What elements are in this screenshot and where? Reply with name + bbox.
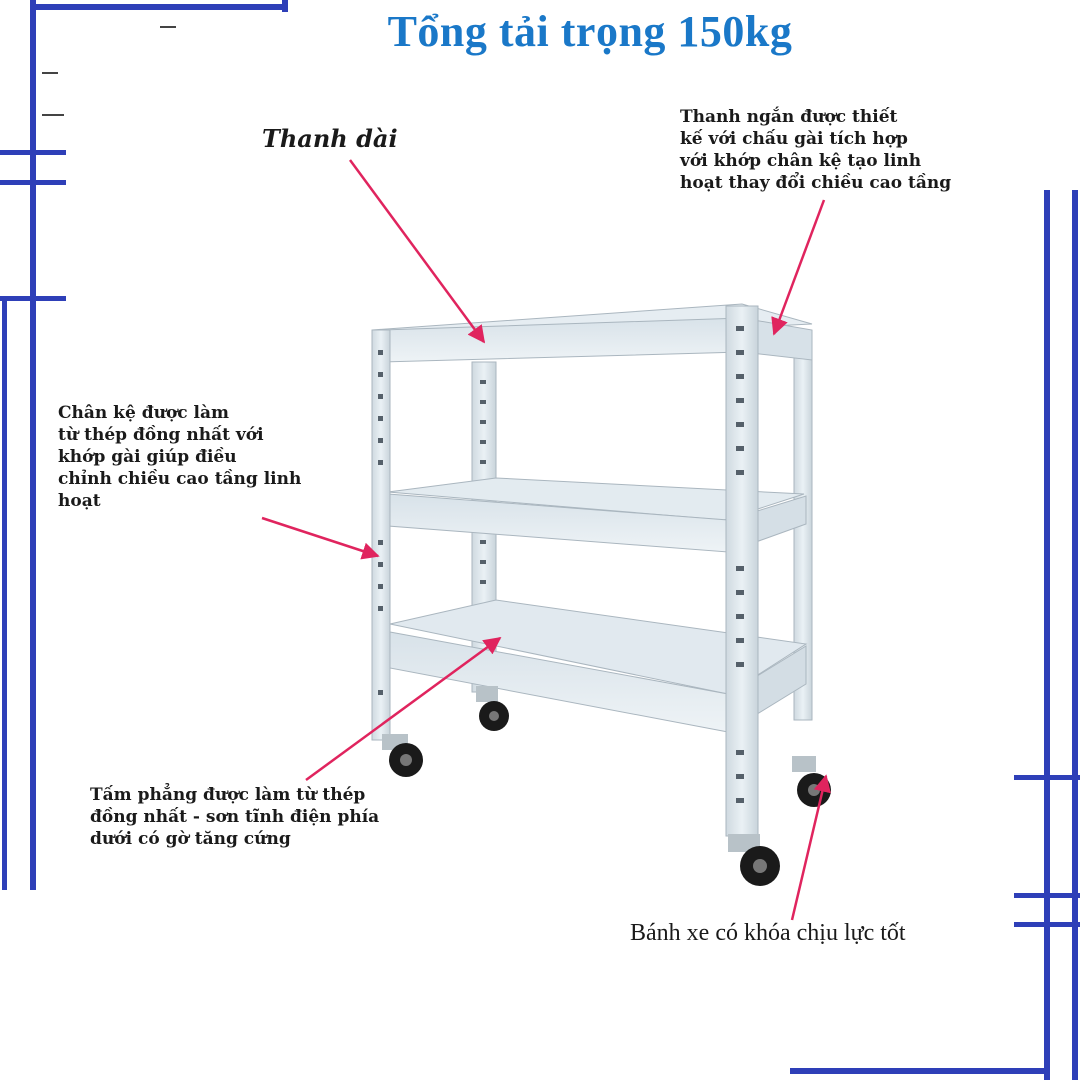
shelf-top-front — [381, 317, 743, 363]
frame-line — [30, 4, 288, 10]
frame-line — [1014, 775, 1080, 780]
wheel-front-right — [728, 834, 780, 886]
frame-line — [282, 0, 288, 12]
callout-legs: Chân kệ được làm từ thép đồng nhất với k… — [58, 403, 302, 511]
frame-line — [0, 296, 66, 301]
arrow-long-bar — [348, 159, 486, 344]
frame-line — [0, 180, 66, 185]
wheel-front-left — [382, 734, 423, 777]
frame-line — [1014, 893, 1080, 898]
front-post-left — [371, 329, 391, 741]
arrow-legs — [261, 516, 380, 560]
background-dash — [42, 114, 64, 116]
callout-shelf-panel: Tấm phẳng được làm từ thép đồng nhất - s… — [90, 785, 380, 849]
arrow-shelf-panel — [305, 636, 502, 782]
background-dash — [160, 26, 176, 28]
arrow-wheels — [790, 774, 831, 921]
frame-line — [1044, 190, 1050, 1080]
frame-line — [0, 150, 66, 155]
callout-wheels: Bánh xe có khóa chịu lực tốt — [630, 920, 906, 946]
arrow-short-bar — [771, 199, 826, 336]
shelf-bottom-surface — [389, 599, 808, 695]
frame-line — [1014, 922, 1080, 927]
frame-line — [30, 0, 36, 890]
callout-short-bar: Thanh ngắn được thiết kế với chấu gài tí… — [680, 107, 952, 193]
frame-line — [2, 296, 7, 890]
callout-long-bar: Thanh dài — [262, 124, 398, 153]
front-post-right — [725, 305, 759, 837]
frame-line — [1072, 190, 1078, 1080]
page-title: Tổng tải trọng 150kg — [387, 7, 793, 56]
background-dash — [42, 72, 58, 74]
wheel-back-left — [476, 686, 509, 731]
frame-line — [790, 1068, 1050, 1074]
